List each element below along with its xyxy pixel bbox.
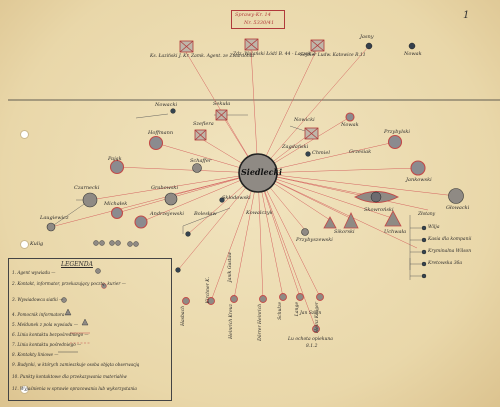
node-label: Nowacki bbox=[155, 102, 178, 108]
node-label: Przybyszewski bbox=[296, 237, 333, 243]
bottom-caption: Jan Szajn bbox=[300, 311, 322, 316]
eye-node bbox=[354, 191, 400, 203]
center-node-label: Siedlecki bbox=[241, 167, 283, 177]
node-label: Chmiel bbox=[312, 150, 330, 156]
legend-title: LEGENDA bbox=[61, 261, 93, 268]
legend-item: 5. Meldunek z pola wywiadu — bbox=[12, 322, 79, 327]
stamp-line-2: Nr. 5330/41 bbox=[244, 20, 275, 26]
bottom-node-group bbox=[182, 293, 324, 333]
legend-item: 3. Wywiadowca siatki — bbox=[12, 297, 64, 302]
node-label: Bolesław bbox=[194, 211, 217, 217]
legend-item: 8. Kontakty liniowe — bbox=[12, 352, 59, 357]
legend-item: 11. Wyjaśnienia w sprawie opracowania lu… bbox=[12, 386, 137, 391]
box-node bbox=[194, 129, 207, 141]
node-label: Przybylski bbox=[384, 129, 411, 135]
page-number: 1 bbox=[463, 10, 470, 21]
node-label: Uchwała bbox=[384, 229, 407, 235]
ringed-node-group bbox=[109, 112, 426, 229]
legend-box: LEGENDA 1. Agent wywiadu — 2. Kontakt, i… bbox=[8, 258, 172, 401]
box-node bbox=[215, 109, 228, 121]
node-label: Sikorski bbox=[334, 229, 355, 235]
node-label: Grabowski bbox=[151, 185, 179, 191]
stamp-line-1: Sprawy-Kr. 14 bbox=[235, 12, 271, 18]
node-label: Sejdler Ludw. Katowice R.11 bbox=[300, 53, 366, 58]
small-dot-group bbox=[23, 108, 427, 279]
legend-item: 10. Punkty kontaktowe dla przekazywania … bbox=[12, 374, 127, 379]
node-label: Głowacki bbox=[446, 205, 470, 211]
right-list-item: Złotany bbox=[418, 212, 436, 217]
legend-item: 7. Linia kontaktu pośredniego — bbox=[12, 342, 82, 347]
node-label: Heinz Krüger bbox=[315, 302, 320, 333]
triangle-node bbox=[384, 210, 402, 227]
node-label: Janik Gustaw bbox=[228, 252, 233, 283]
node-label: Heinrich Kreuz bbox=[229, 304, 234, 339]
right-list-item: Kryminalna Wilson bbox=[428, 249, 472, 254]
top-box-node bbox=[244, 38, 259, 51]
top-small-node bbox=[408, 42, 416, 50]
box-node bbox=[304, 127, 319, 140]
legend-item: 4. Pomocnik informatora — bbox=[12, 312, 71, 317]
node-label: Czarnecki bbox=[74, 185, 100, 191]
center-node bbox=[238, 153, 278, 193]
legend-item: 1. Agent wywiadu — bbox=[12, 270, 56, 275]
node-label: Jankowski bbox=[406, 177, 432, 183]
node-label: Zdz. Wolański Łódź B. 44 - Laczek 2 bbox=[233, 52, 316, 57]
top-small-node bbox=[365, 42, 373, 50]
bottom-caption: 8.1.2 bbox=[306, 344, 318, 349]
node-label: Grzesiak bbox=[349, 149, 372, 155]
triangle-node bbox=[343, 212, 359, 229]
triangle-node bbox=[323, 216, 337, 229]
right-list-item: Kretowska 36a bbox=[428, 261, 463, 266]
node-label: Skowroński bbox=[364, 207, 394, 213]
node-label: Andrzejewski bbox=[150, 211, 184, 217]
top-box-node bbox=[179, 40, 194, 53]
node-label: Schulze bbox=[278, 302, 283, 320]
legend-item: 9. Budynki, w których zamieszkuje osoba … bbox=[12, 362, 140, 367]
plain-node-group bbox=[46, 163, 464, 236]
node-label: Nowak bbox=[404, 51, 422, 57]
punch-hole bbox=[20, 240, 29, 249]
node-label: Zagdański bbox=[282, 144, 309, 150]
node-label: Dörrer Heinrich bbox=[258, 304, 263, 341]
node-label: Hasbach bbox=[181, 306, 186, 326]
node-label: Nowak bbox=[341, 122, 359, 128]
right-list-item: Kasia dla kompanii bbox=[428, 237, 472, 242]
node-label: Schaffer bbox=[190, 158, 212, 164]
legend-marks bbox=[58, 268, 107, 353]
archive-stamp: Sprawy-Kr. 14 Nr. 5330/41 bbox=[231, 10, 285, 29]
node-label: Skłodowski bbox=[222, 195, 251, 201]
node-label: Kowalczyk bbox=[246, 210, 273, 216]
node-label: Szeflera bbox=[193, 121, 214, 127]
node-label: Ks. Łaziński J. Kr. Zamk. Agent. ze Zwar… bbox=[150, 54, 254, 59]
bottom-caption: Lu ochota opiekuna bbox=[288, 337, 333, 342]
node-label: Laugiewicz bbox=[40, 215, 69, 221]
node-label: Nowicki bbox=[294, 117, 315, 123]
punch-hole bbox=[20, 385, 29, 394]
node-label: Hoffmann bbox=[148, 130, 174, 136]
node-label: Kulig bbox=[30, 241, 44, 247]
right-list-item: Wilja bbox=[428, 225, 440, 230]
legend-item: 6. Linia kontaktu bezpośredniego — bbox=[12, 332, 89, 337]
punch-hole bbox=[20, 130, 29, 139]
node-label: Kirchner K. bbox=[206, 277, 211, 304]
node-label: Jasny bbox=[360, 34, 374, 40]
node-label: Pająk bbox=[108, 156, 122, 162]
legend-item: 2. Kontakt, informator, przekazujący poc… bbox=[12, 281, 126, 286]
node-label: Michałek bbox=[104, 201, 128, 207]
top-box-node bbox=[310, 39, 325, 52]
small-vehicle-icons bbox=[93, 240, 139, 247]
node-label: Sekuła bbox=[213, 101, 231, 107]
